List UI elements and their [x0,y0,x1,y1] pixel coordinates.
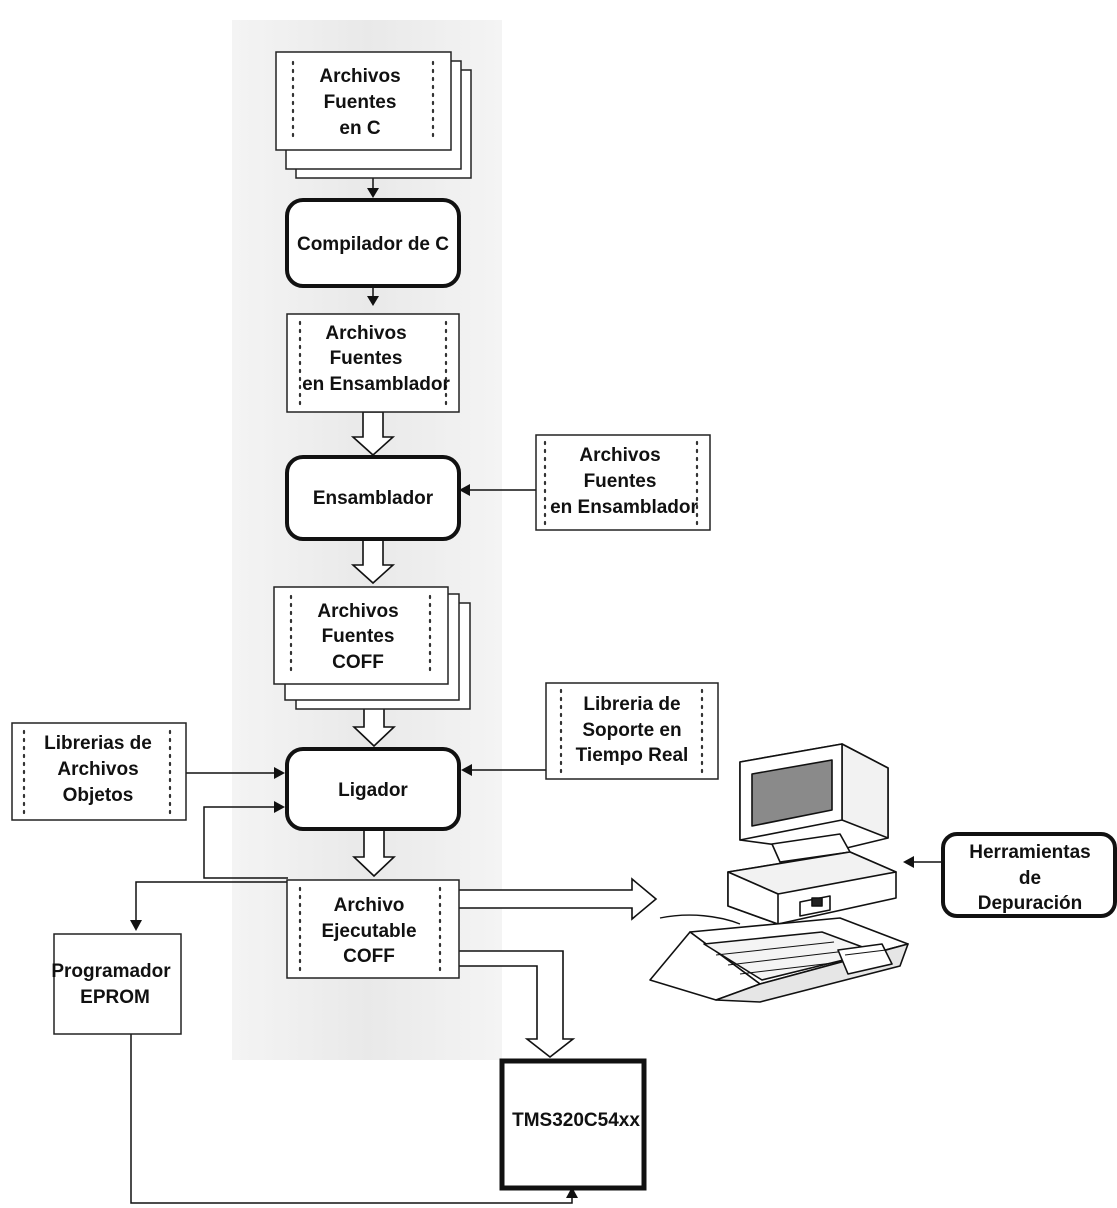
hollow-arrow-down [350,411,396,457]
arrowhead [459,484,470,496]
coff-sources-node: Archivos Fuentes COFF [273,586,471,710]
coff-exe-label-2: Ejecutable [321,921,416,942]
c-sources-label-1: Archivos [319,66,400,87]
linker-node: Ligador [285,747,461,831]
coff-sources-label-3: COFF [332,652,384,673]
connector-feedback-loop [203,806,288,879]
eprom-programmer-node: Programador EPROM [51,933,182,1035]
c-sources-label-2: Fuentes [324,92,397,113]
hollow-arrow-down [350,539,396,585]
debug-tools-label-1: Herramientas [969,842,1090,863]
coff-exe-label-1: Archivo [334,895,405,916]
arrowhead [130,920,142,931]
eprom-label-2: EPROM [80,987,150,1008]
asm-sources-label-3: en Ensamblador [302,374,450,395]
ext-asm-label-3: en Ensamblador [550,497,698,518]
object-libraries-node: Librerias de Archivos Objetos [11,722,187,821]
coff-executable-node: Archivo Ejecutable COFF [286,879,460,979]
coff-sources-label-1: Archivos [317,601,398,622]
eprom-label-1: Programador [51,961,171,982]
connector-exe-to-eprom [135,881,288,922]
arrowhead [566,1187,578,1198]
asm-sources-label-2: Fuentes [330,348,403,369]
c-compiler-label: Compilador de C [297,234,449,255]
ext-asm-label-2: Fuentes [584,471,657,492]
rt-lib-label-3: Tiempo Real [576,745,689,766]
coff-sources-label-2: Fuentes [322,626,395,647]
arrowhead [903,856,914,868]
obj-libs-label-3: Objetos [63,785,134,806]
c-compiler-node: Compilador de C [285,198,461,288]
hollow-arrow-down [351,829,397,878]
debug-tools-label-3: Depuración [978,893,1083,914]
dsp-chip-node: TMS320C54xx [499,1058,647,1191]
arrowhead [461,764,472,776]
obj-libs-label-1: Librerias de [44,733,152,754]
arrowhead [367,296,379,306]
arrowhead [367,188,379,198]
assembler-node: Ensamblador [285,455,461,541]
c-sources-node: Archivos Fuentes en C [275,51,472,179]
arrowhead [274,801,285,813]
linker-label: Ligador [338,780,408,801]
hollow-arrow-right [457,877,658,921]
debug-tools-label-2: de [1019,868,1041,889]
rt-lib-label-2: Soporte en [582,720,681,741]
rt-support-library-node: Libreria de Soporte en Tiempo Real [545,682,719,780]
asm-sources-label-1: Archivos [325,323,406,344]
coff-exe-label-3: COFF [343,946,395,967]
rt-lib-label-1: Libreria de [583,694,680,715]
dsp-chip-label: TMS320C54xx [512,1110,640,1131]
ext-asm-label-1: Archivos [579,445,660,466]
debug-tools-node: Herramientas de Depuración [941,832,1117,918]
c-sources-label-3: en C [339,118,380,139]
hollow-arrow-elbow [457,950,576,1059]
connectors [130,172,942,1204]
ext-asm-sources-node: Archivos Fuentes en Ensamblador [535,434,711,531]
connector-eprom-to-chip [130,1034,573,1204]
hollow-arrows [350,411,658,1059]
obj-libs-label-2: Archivos [57,759,138,780]
assembler-label: Ensamblador [313,488,434,509]
desktop-computer-icon [649,743,909,1003]
arrowhead [274,767,285,779]
asm-sources-node: Archivos Fuentes en Ensamblador [286,313,460,413]
